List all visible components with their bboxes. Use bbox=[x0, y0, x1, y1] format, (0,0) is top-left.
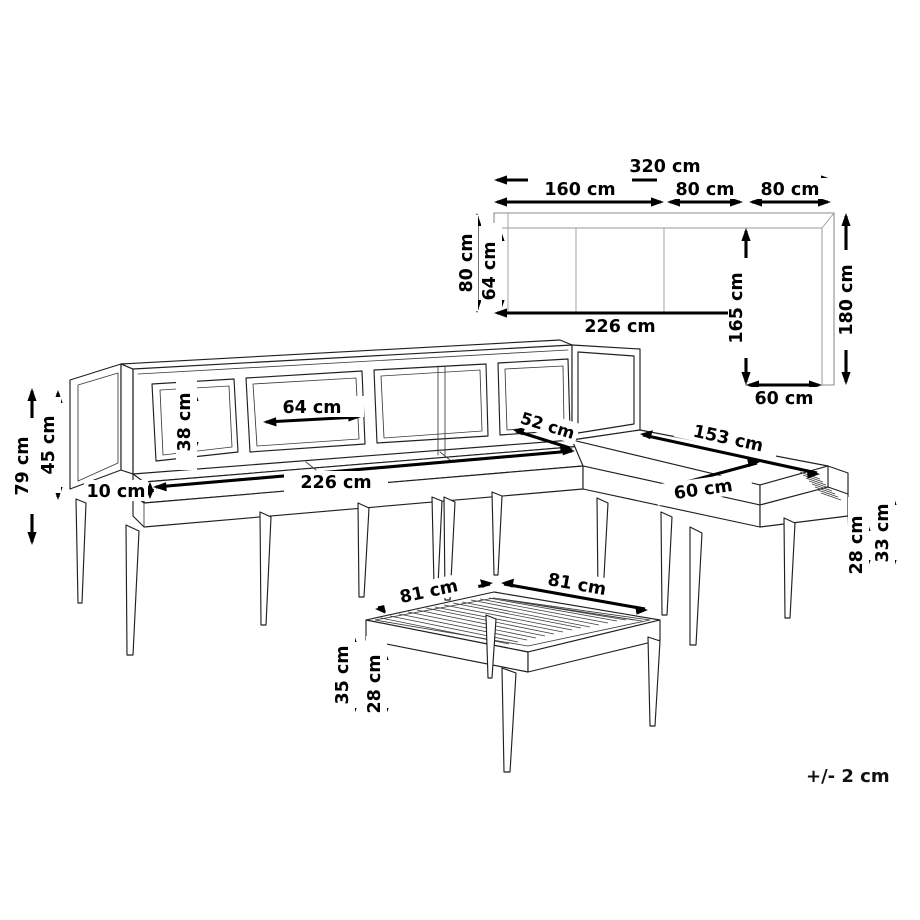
dim-label-38: 38 cm bbox=[175, 392, 195, 451]
dim-label-160: 160 cm bbox=[544, 180, 615, 200]
dim-frame-height: 33 cm bbox=[873, 485, 897, 581]
dim-arm-width: 10 cm bbox=[84, 480, 155, 502]
dim-seat-height: 28 cm bbox=[847, 497, 871, 593]
dim-plan-chaise-length: 165 cm bbox=[727, 228, 751, 385]
plan-view-group: 320 cm 160 cm 80 cm 80 cm bbox=[457, 156, 859, 409]
dim-label-45: 45 cm bbox=[39, 415, 59, 474]
leg-9 bbox=[660, 511, 673, 616]
dim-total-height: 79 cm bbox=[13, 388, 37, 545]
dim-label-64: 64 cm bbox=[480, 241, 500, 300]
chaise-end-edge bbox=[827, 465, 849, 495]
leg-6 bbox=[443, 496, 456, 601]
dim-label-28: 28 cm bbox=[847, 515, 867, 574]
seat-joint-1 bbox=[305, 461, 317, 471]
table-leg-back bbox=[485, 614, 497, 679]
back-cushion-1-seam bbox=[159, 385, 233, 456]
dim-label-64-cushion: 64 cm bbox=[282, 398, 341, 418]
leg-2 bbox=[125, 524, 140, 656]
leg-3 bbox=[259, 511, 272, 626]
dim-table-apron-height: 28 cm bbox=[365, 636, 389, 732]
dim-plan-depth-inner: 64 cm bbox=[480, 223, 505, 319]
dim-label-10: 10 cm bbox=[86, 482, 145, 502]
leg-5 bbox=[431, 496, 443, 586]
dim-plan-segment-left: 160 cm bbox=[494, 178, 664, 207]
dim-plan-segment-right: 80 cm bbox=[742, 178, 838, 207]
leg-7 bbox=[491, 491, 503, 576]
dim-label-35: 35 cm bbox=[333, 645, 353, 704]
back-cushion-3 bbox=[373, 363, 489, 444]
leg-4 bbox=[357, 502, 370, 598]
dim-plan-chaise-width: 60 cm bbox=[736, 380, 832, 409]
dim-label-80-right: 80 cm bbox=[760, 180, 819, 200]
back-inner-top bbox=[137, 349, 569, 375]
dim-label-33: 33 cm bbox=[873, 503, 893, 562]
coffee-table-group: 81 cm 81 cm 35 cm 28 cm bbox=[333, 564, 661, 773]
seat-joint-2 bbox=[439, 451, 451, 461]
arm-inner-panel bbox=[77, 372, 119, 482]
leg-11 bbox=[783, 517, 796, 619]
table-apron-right bbox=[527, 619, 661, 673]
dim-plan-segment-middle: 80 cm bbox=[657, 178, 753, 207]
plan-band-corner bbox=[821, 212, 835, 229]
dim-label-165: 165 cm bbox=[727, 272, 747, 343]
dim-seat-length: 226 cm bbox=[153, 446, 575, 493]
tolerance-note: +/- 2 cm bbox=[806, 766, 890, 787]
dim-label-79: 79 cm bbox=[13, 436, 33, 495]
back-cushion-2-seam bbox=[252, 377, 360, 447]
dim-label-180: 180 cm bbox=[837, 264, 857, 335]
dim-back-height: 45 cm bbox=[39, 390, 63, 500]
dim-table-height: 35 cm bbox=[333, 627, 357, 723]
dim-label-226-plan: 226 cm bbox=[584, 317, 655, 337]
dim-plan-depth-outer: 80 cm bbox=[457, 213, 482, 313]
table-leg-front bbox=[501, 667, 517, 773]
dim-label-226: 226 cm bbox=[300, 473, 371, 493]
dim-label-80-middle: 80 cm bbox=[675, 180, 734, 200]
sofa-legs-group bbox=[75, 491, 859, 656]
dim-label-80-depth: 80 cm bbox=[457, 233, 477, 292]
arm-top-edge bbox=[120, 363, 134, 475]
dim-cushion-width: 64 cm bbox=[260, 396, 364, 427]
corner-back-cushion bbox=[577, 351, 635, 434]
dim-label-60-plan: 60 cm bbox=[754, 389, 813, 409]
back-cushion-3-seam bbox=[380, 369, 483, 439]
dim-plan-overall-depth: 180 cm bbox=[837, 213, 859, 385]
dim-plan-seat-run: 226 cm bbox=[494, 308, 746, 337]
table-leg-right bbox=[647, 636, 661, 727]
dim-label-28-table: 28 cm bbox=[365, 654, 385, 713]
leg-10 bbox=[689, 526, 703, 646]
dim-label-320: 320 cm bbox=[629, 157, 700, 177]
dim-cushion-height: 38 cm bbox=[175, 374, 199, 470]
leg-1 bbox=[75, 498, 87, 604]
